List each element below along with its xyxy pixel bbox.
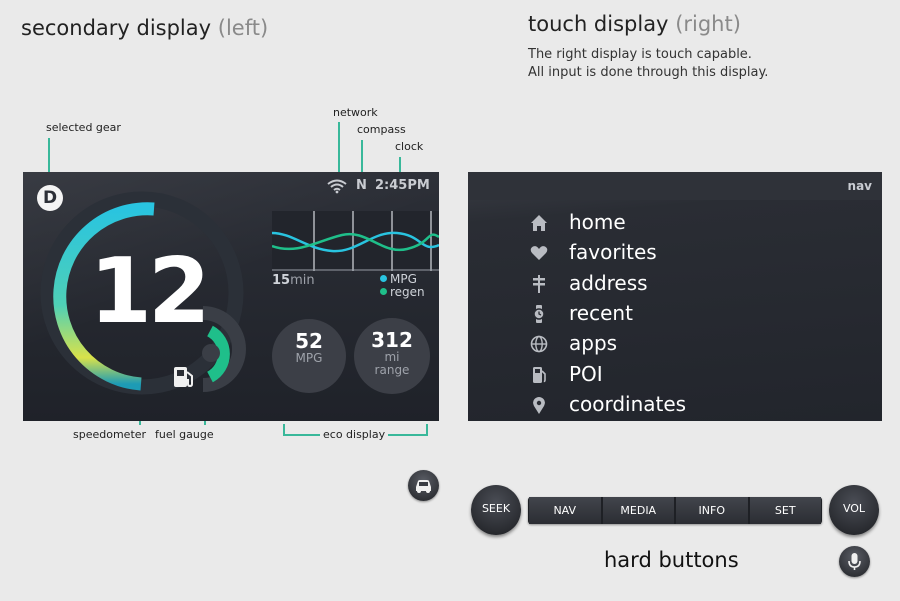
hard-button-bar: NAV MEDIA INFO SET (528, 497, 822, 524)
menu-item-label: POI (569, 362, 603, 386)
car-icon (416, 480, 431, 493)
callout-network: network (333, 106, 378, 119)
fuel-pump-icon (533, 367, 546, 383)
secondary-display-title: secondary display (left) (21, 16, 268, 40)
eco-chart-legend: MPG regen (380, 273, 425, 299)
fuel-gauge-track (202, 306, 246, 392)
voice-button[interactable] (839, 546, 870, 577)
description-line: The right display is touch capable. (528, 47, 752, 62)
legend-mpg-swatch (380, 275, 387, 282)
legend-mpg: MPG (380, 273, 425, 286)
legend-regen: regen (380, 286, 425, 299)
title-text: touch display (528, 12, 669, 36)
mpg-circle: 52 MPG (272, 319, 346, 393)
menu-item-favorites[interactable]: favorites (468, 238, 882, 268)
hard-buttons-caption: hard buttons (604, 548, 739, 572)
mpg-label: MPG (295, 351, 323, 365)
menu-item-label: favorites (569, 240, 657, 264)
callout-compass: compass (357, 123, 406, 136)
menu-item-label: recent (569, 301, 633, 325)
menu-item-label: apps (569, 331, 618, 355)
microphone-icon (848, 553, 861, 570)
legend-regen-label: regen (390, 285, 425, 299)
watch-icon (533, 305, 545, 323)
callout-clock: clock (395, 140, 424, 153)
map-pin-icon (533, 397, 545, 414)
seek-button[interactable]: SEEK (471, 485, 521, 535)
car-button[interactable] (408, 470, 439, 501)
menu-item-label: address (569, 271, 648, 295)
menu-item-coordinates[interactable]: coordinates (468, 390, 882, 420)
duration-value: 15 (272, 273, 291, 288)
compass-readout: N (356, 178, 367, 193)
eco-chart-duration: 15min (272, 273, 315, 288)
menu-item-home[interactable]: home (468, 208, 882, 238)
vol-button[interactable]: VOL (829, 485, 879, 535)
speed-gauge-arc (53, 202, 155, 391)
touch-display-description: The right display is touch capable. All … (528, 46, 768, 82)
description-line: All input is done through this display. (528, 65, 769, 80)
media-hard-button[interactable]: MEDIA (602, 497, 674, 524)
selected-gear-badge: D (37, 185, 63, 211)
menu-item-address[interactable]: address (468, 269, 882, 299)
menu-item-apps[interactable]: apps (468, 329, 882, 359)
menu-item-poi[interactable]: POI (468, 360, 882, 390)
clock-readout: 2:45PM (375, 178, 430, 193)
callout-bracket (283, 434, 320, 436)
home-icon (531, 215, 547, 231)
wifi-icon (327, 179, 347, 194)
heart-icon (530, 246, 548, 260)
set-hard-button[interactable]: SET (749, 497, 821, 524)
range-label: range (374, 363, 410, 377)
callout-selected-gear: selected gear (46, 121, 121, 134)
callout-fuel-gauge: fuel gauge (155, 428, 214, 441)
fuel-pump-icon (174, 367, 193, 388)
title-suffix: (right) (675, 12, 741, 36)
range-value: 312 (371, 328, 413, 352)
speed-gauge-track (40, 191, 244, 395)
signpost-icon (533, 275, 545, 293)
callout-line (361, 140, 363, 172)
speed-gauge (40, 191, 246, 395)
callout-bracket (426, 424, 428, 436)
title-suffix: (left) (217, 16, 269, 40)
regen-series-line (272, 232, 439, 252)
menu-item-label: coordinates (569, 392, 687, 416)
mpg-series-line (272, 231, 439, 253)
nav-header-label: nav (847, 179, 872, 193)
legend-mpg-label: MPG (390, 272, 417, 286)
callout-line (399, 157, 401, 172)
fuel-gauge-fill (206, 325, 230, 383)
info-hard-button[interactable]: INFO (676, 497, 748, 524)
globe-icon (530, 335, 548, 353)
callout-bracket (283, 424, 285, 436)
title-text: secondary display (21, 16, 212, 40)
eco-chart (272, 211, 439, 271)
secondary-display: D N 2:45PM 12 (23, 172, 439, 421)
touch-display: nav home favorites address recent (468, 172, 882, 421)
legend-regen-swatch (380, 288, 387, 295)
menu-item-recent[interactable]: recent (468, 299, 882, 329)
callout-bracket (388, 434, 428, 436)
range-unit: mi (384, 350, 400, 364)
callout-speedometer: speedometer (73, 428, 147, 441)
callout-eco-display: eco display (323, 428, 386, 441)
touch-display-header (468, 172, 882, 200)
menu-item-label: home (569, 210, 626, 234)
mpg-value: 52 (295, 329, 323, 353)
callout-line (338, 122, 340, 172)
nav-hard-button[interactable]: NAV (529, 497, 601, 524)
fuel-gauge-hub (202, 344, 220, 362)
speed-readout: 12 (89, 239, 210, 344)
duration-unit: min (290, 273, 315, 288)
range-circle: 312 mi range (354, 318, 430, 394)
callout-line (48, 138, 50, 176)
touch-display-title: touch display (right) (528, 12, 741, 36)
